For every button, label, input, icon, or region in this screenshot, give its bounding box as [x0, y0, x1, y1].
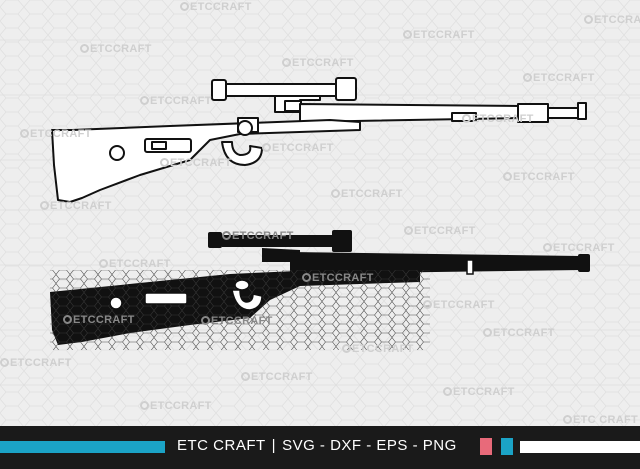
hex-overlay: [0, 0, 640, 426]
logo-e-icon: [483, 328, 492, 337]
logo-e-icon: [403, 30, 412, 39]
watermark: ETCCRAFT: [222, 230, 294, 242]
logo-e-icon: [282, 58, 291, 67]
watermark: ETCCRAFT: [63, 314, 135, 326]
logo-e-icon: [523, 73, 532, 82]
watermark: ETCCRAFT: [140, 95, 212, 107]
logo-e-icon: [222, 231, 231, 240]
footer-separator: |: [271, 437, 277, 454]
watermark: ETCCRAFT: [523, 72, 595, 84]
footer-caption: ETC CRAFT | SVG - DXF - EPS - PNG: [177, 437, 457, 454]
logo-e-icon: [342, 344, 351, 353]
logo-e-icon: [0, 358, 9, 367]
logo-e-icon: [140, 401, 149, 410]
watermark: ETCCRAFT: [241, 371, 313, 383]
watermark: ETCCRAFT: [403, 29, 475, 41]
logo-e-icon: [99, 259, 108, 268]
footer-cyan-square: [501, 438, 513, 455]
rifle-outline-illustration: [51, 77, 587, 203]
watermark: ETCCRAFT: [462, 113, 534, 125]
watermark: ETC CRAFT: [563, 414, 638, 426]
watermark: ETCCRAFT: [404, 225, 476, 237]
footer-accent-bar-left: [0, 441, 165, 453]
logo-e-icon: [160, 158, 169, 167]
watermark: ETCCRAFT: [543, 242, 615, 254]
logo-e-icon: [543, 243, 552, 252]
logo-e-icon: [503, 172, 512, 181]
logo-e-icon: [331, 189, 340, 198]
logo-e-icon: [262, 143, 271, 152]
watermark: ETCCRAFT: [584, 14, 640, 26]
footer-formats: SVG - DXF - EPS - PNG: [282, 437, 457, 454]
watermark: ETCCRAFT: [483, 327, 555, 339]
logo-e-icon: [404, 226, 413, 235]
watermark: ETCCRAFT: [0, 357, 72, 369]
logo-e-icon: [241, 372, 250, 381]
footer-accent-bar-right: [520, 441, 640, 453]
logo-e-icon: [423, 300, 432, 309]
logo-e-icon: [80, 44, 89, 53]
watermark: ETCCRAFT: [262, 142, 334, 154]
watermark: ETCCRAFT: [342, 343, 414, 355]
logo-e-icon: [40, 201, 49, 210]
logo-e-icon: [302, 273, 311, 282]
logo-e-icon: [180, 2, 189, 11]
watermark: ETCCRAFT: [331, 188, 403, 200]
watermark: ETCCRAFT: [443, 386, 515, 398]
watermark: ETCCRAFT: [503, 171, 575, 183]
logo-e-icon: [563, 415, 572, 424]
watermark: ETCCRAFT: [20, 128, 92, 140]
watermark: ETCCRAFT: [160, 157, 232, 169]
watermark: ETCCRAFT: [423, 299, 495, 311]
logo-e-icon: [201, 316, 210, 325]
watermark: ETCCRAFT: [180, 1, 252, 13]
watermark: ETCCRAFT: [302, 272, 374, 284]
footer-bar: ETC CRAFT | SVG - DXF - EPS - PNG: [0, 426, 640, 469]
footer-pink-square: [480, 438, 492, 455]
watermark: ETCCRAFT: [80, 43, 152, 55]
logo-e-icon: [63, 315, 72, 324]
rifle-silhouette-illustration: [50, 230, 590, 350]
logo-e-icon: [462, 114, 471, 123]
logo-e-icon: [443, 387, 452, 396]
logo-e-icon: [584, 15, 593, 24]
logo-e-icon: [20, 129, 29, 138]
watermark: ETCCRAFT: [140, 400, 212, 412]
logo-e-icon: [140, 96, 149, 105]
watermark: ETCCRAFT: [40, 200, 112, 212]
watermark: ETCCRAFT: [99, 258, 171, 270]
footer-brand: ETC CRAFT: [177, 437, 266, 454]
watermark: ETCCRAFT: [201, 315, 273, 327]
watermark: ETCCRAFT: [282, 57, 354, 69]
